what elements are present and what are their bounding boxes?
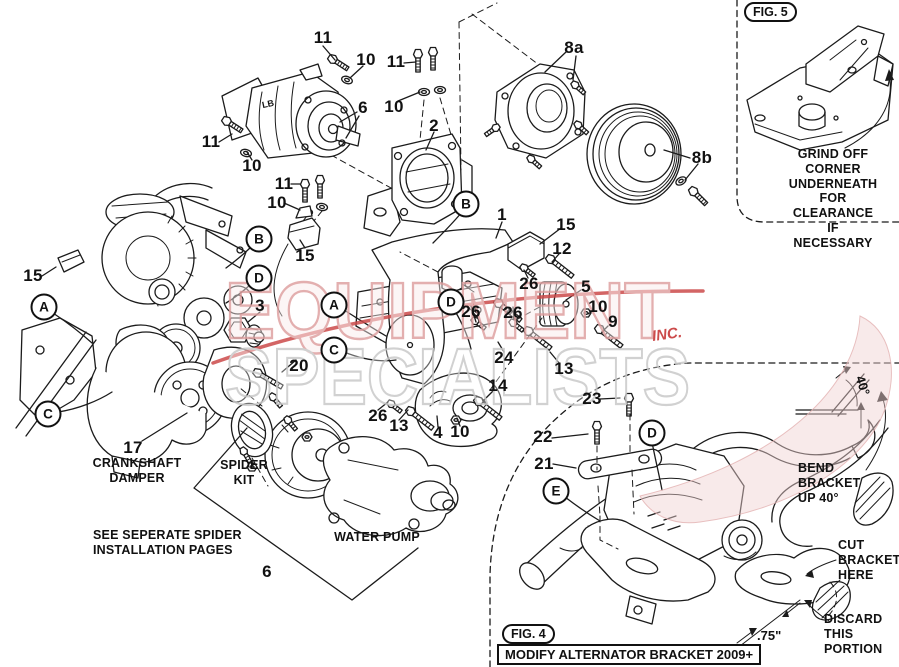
dimension-75: .75" (757, 628, 782, 643)
callout-5-18: 5 (581, 277, 591, 296)
callout-11-6: 11 (201, 132, 221, 151)
callout-6-4: 6 (358, 98, 368, 117)
watermark-text-line2: SPECIALISTS (225, 332, 690, 421)
fig5-tag: FIG. 5 (744, 2, 797, 22)
note-discard-portion: DISCARD THIS PORTION (824, 612, 883, 656)
note-water-pump: WATER PUMP (334, 530, 420, 544)
note-spider-kit: SPIDER KIT (220, 458, 268, 487)
callout-11-0: 11 (313, 28, 333, 47)
callout-20-27: 20 (289, 356, 309, 375)
callout-3-26: 3 (255, 296, 265, 315)
callout-8a-10: 8a (564, 38, 584, 57)
callout-23-33: 23 (582, 389, 602, 408)
spider-kit-group (230, 387, 459, 537)
dimension-40deg: 40° (852, 373, 874, 398)
letter-callout-D-8: D (638, 419, 666, 447)
letter-callout-C-5: C (320, 336, 348, 364)
callout-10-1: 10 (356, 50, 376, 69)
callout-10-19: 10 (588, 297, 608, 316)
callout-26-17: 26 (519, 274, 539, 293)
callout-10-9: 10 (267, 193, 287, 212)
letter-callout-B-2: B (245, 225, 273, 253)
callout-10-7: 10 (242, 156, 262, 175)
pump-marking: LB (261, 97, 275, 111)
fig4-title-box: MODIFY ALTERNATOR BRACKET 2009+ (497, 644, 762, 665)
projection-dashes (298, 2, 544, 227)
letter-callout-B-3: B (452, 190, 480, 218)
fig4-tag: FIG. 4 (502, 624, 555, 644)
callout-6-36: 6 (262, 562, 272, 581)
leader-lines (41, 45, 699, 601)
letter-callout-C-4: C (34, 400, 62, 428)
callout-22-34: 22 (533, 427, 553, 446)
adapter-8a (482, 63, 591, 171)
hydraulic-pump (219, 46, 447, 217)
callout-4-30: 4 (433, 423, 443, 442)
fig4-inset (489, 362, 899, 667)
note-spider-installation: SEE SEPERATE SPIDER INSTALLATION PAGES (93, 528, 242, 557)
alternator-cluster (15, 182, 268, 479)
callout-17-32: 17 (123, 438, 143, 457)
callout-15-14: 15 (556, 215, 576, 234)
letter-callout-A-0: A (30, 293, 58, 321)
callout-9-20: 9 (608, 312, 618, 331)
stop-block-15 (273, 205, 321, 317)
letter-callout-A-1: A (320, 291, 348, 319)
letter-callout-D-7: D (437, 288, 465, 316)
callout-11-2: 11 (386, 52, 406, 71)
callout-8b-11: 8b (691, 148, 713, 167)
mount-bracket-2 (363, 133, 473, 237)
letter-callout-D-6: D (245, 264, 273, 292)
callout-10-3: 10 (384, 97, 404, 116)
note-cut-bracket: CUT BRACKET HERE (838, 538, 899, 582)
callout-13-24: 13 (554, 359, 574, 378)
hex-plug-3 (223, 317, 265, 348)
callout-26-22: 26 (503, 303, 523, 322)
callout-24-23: 24 (494, 348, 514, 367)
callout-2-5: 2 (429, 116, 439, 135)
fig5-grind-note: GRIND OFF CORNER UNDERNEATH FOR CLEARANC… (788, 147, 878, 250)
callout-1-15: 1 (497, 205, 507, 224)
callout-15-12: 15 (23, 266, 43, 285)
callout-21-35: 21 (534, 454, 554, 473)
callout-26-28: 26 (368, 406, 388, 425)
letter-callout-E-9: E (542, 477, 570, 505)
note-crankshaft-damper: CRANKSHAFT DAMPER (92, 456, 182, 485)
watermark-swoosh-large (639, 315, 892, 524)
fig5-inset (736, 0, 899, 223)
callout-10-31: 10 (450, 422, 470, 441)
callout-26-21: 26 (461, 302, 481, 321)
callout-12-16: 12 (552, 239, 572, 258)
callout-11-8: 11 (274, 174, 294, 193)
callout-13-29: 13 (389, 416, 409, 435)
callout-15-13: 15 (295, 246, 315, 265)
callout-14-25: 14 (488, 376, 508, 395)
note-bend-bracket: BEND BRACKET UP 40° (798, 461, 861, 505)
